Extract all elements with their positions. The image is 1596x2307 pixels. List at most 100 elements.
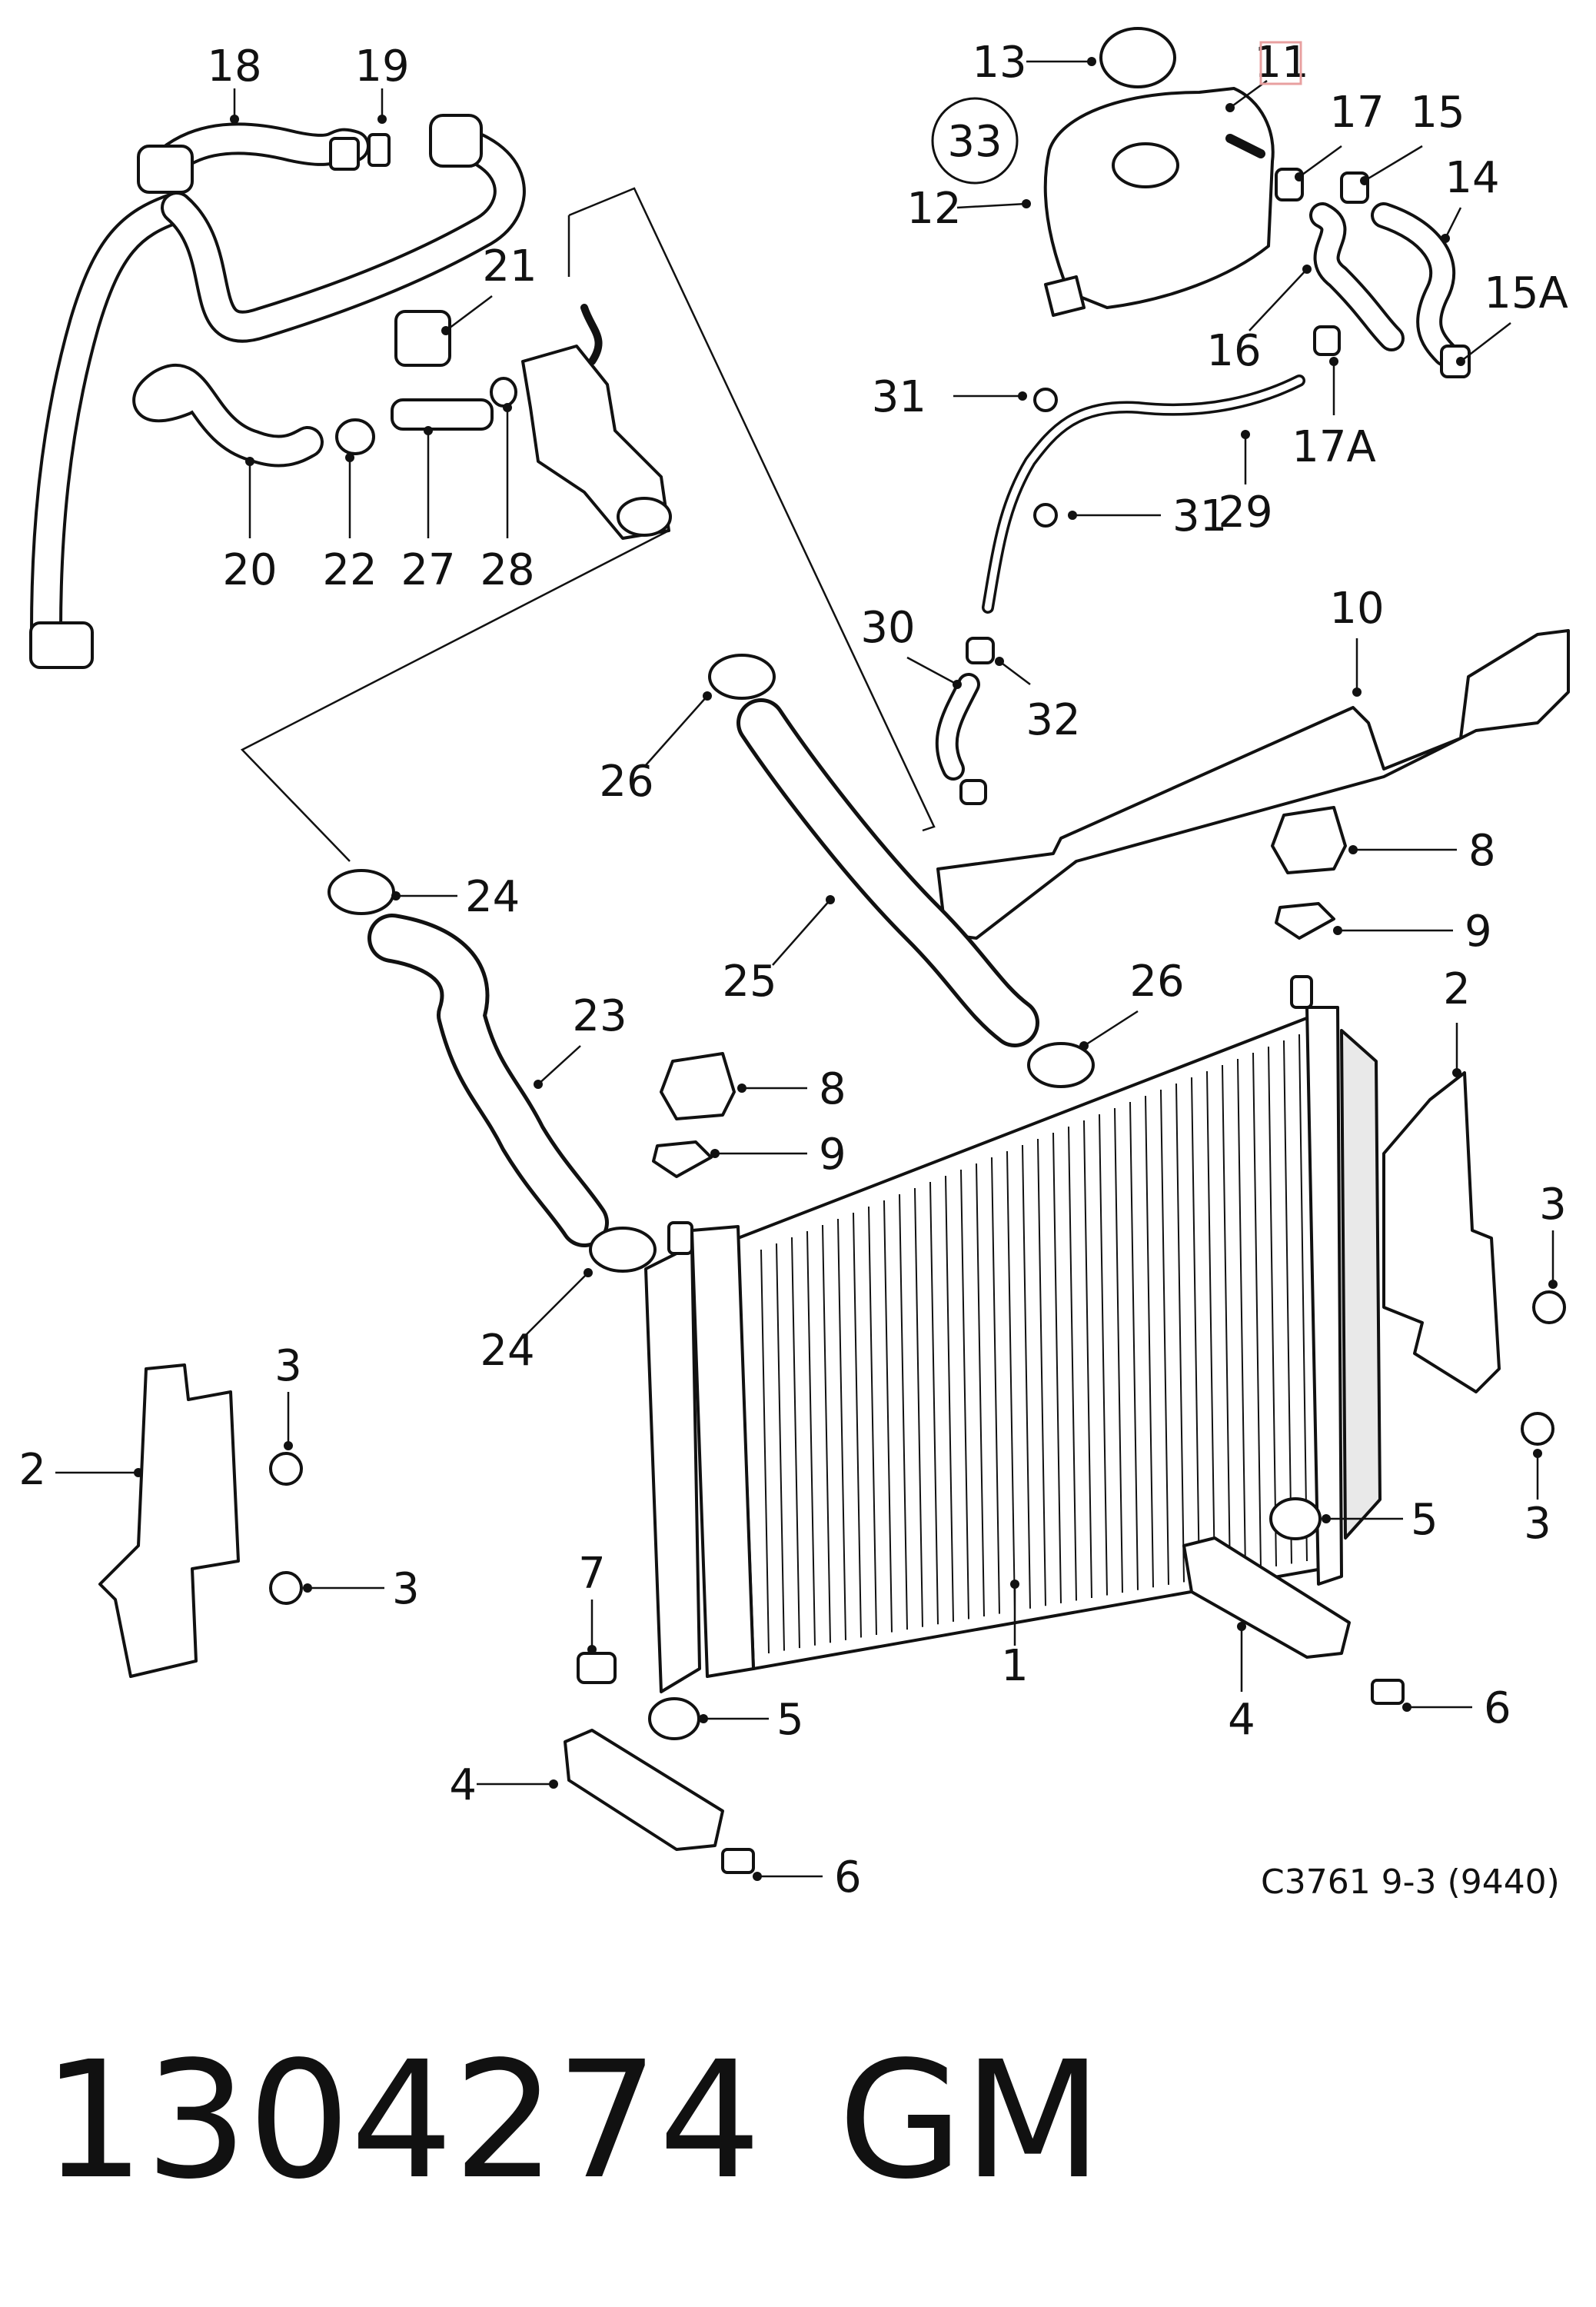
leader-line-c14 xyxy=(1444,207,1462,239)
small-hoses xyxy=(1275,168,1471,378)
callout-c5b: 5 xyxy=(1411,1495,1438,1545)
callout-c21: 21 xyxy=(482,241,537,291)
upper-radiator-hose xyxy=(708,654,1095,1088)
radiator-fin xyxy=(1298,1034,1308,1562)
callout-c3b: 3 xyxy=(392,1564,420,1614)
callout-c26a: 26 xyxy=(599,757,653,807)
leader-dot-c19 xyxy=(377,115,387,124)
part-number: 1304274 xyxy=(42,2026,761,2215)
callout-c10: 10 xyxy=(1329,584,1384,634)
leader-line-c15 xyxy=(1364,145,1423,182)
leader-dot-c24a xyxy=(391,891,401,900)
leader-dot-c6a xyxy=(753,1872,762,1881)
leader-line-c21 xyxy=(445,295,493,331)
radiator-fin xyxy=(822,1224,831,1643)
mounting-brackets xyxy=(652,806,1347,1178)
radiator-fin xyxy=(945,1175,954,1622)
callout-c17A: 17A xyxy=(1292,422,1376,472)
radiator-fin xyxy=(1099,1114,1108,1596)
callout-c15: 15 xyxy=(1410,88,1465,138)
callout-c27: 27 xyxy=(401,545,455,595)
leader-dot-c15A xyxy=(1456,357,1465,366)
callout-c22: 22 xyxy=(322,545,377,595)
callout-c29: 29 xyxy=(1218,488,1272,538)
leader-dot-c26b xyxy=(1079,1041,1089,1050)
radiator-fin xyxy=(1145,1095,1154,1588)
callout-c5a: 5 xyxy=(776,1695,804,1745)
leader-dot-c31b xyxy=(1068,511,1077,520)
leader-dot-c8a xyxy=(737,1084,746,1093)
leader-dot-c21 xyxy=(441,326,451,335)
radiator-fin xyxy=(1206,1070,1215,1577)
callout-c26b: 26 xyxy=(1129,957,1184,1007)
leader-dot-c26a xyxy=(703,691,712,701)
radiator-fin xyxy=(1175,1083,1185,1583)
leader-dot-c14 xyxy=(1441,234,1450,243)
callout-c32: 32 xyxy=(1026,695,1080,745)
leader-line-c25 xyxy=(772,899,831,966)
leader-dot-c8b xyxy=(1348,845,1358,854)
radiator-fin xyxy=(1222,1064,1231,1575)
lower-brackets xyxy=(564,1536,1405,1874)
bleed-line xyxy=(935,375,1305,805)
leader-dot-c28 xyxy=(503,403,512,412)
callout-c31a: 31 xyxy=(872,372,926,422)
radiator-fin xyxy=(853,1212,862,1638)
callout-c9b: 9 xyxy=(1465,907,1492,957)
leader-dot-c18 xyxy=(230,115,239,124)
circle-33 xyxy=(931,97,1019,185)
callout-c3c: 3 xyxy=(1539,1180,1567,1230)
radiator-fin xyxy=(991,1157,1000,1614)
leader-dot-c31a xyxy=(1018,391,1027,401)
callout-c3a: 3 xyxy=(274,1341,302,1391)
leader-line-c26b xyxy=(1083,1010,1139,1047)
callout-c15A: 15A xyxy=(1484,268,1568,318)
callout-c1: 1 xyxy=(1001,1641,1029,1691)
radiator-fin xyxy=(837,1218,846,1640)
radiator-fin xyxy=(1114,1107,1123,1593)
radiator-fin xyxy=(899,1193,908,1630)
radiator-fin xyxy=(914,1187,923,1627)
callout-c30: 30 xyxy=(860,603,915,653)
radiator-fin xyxy=(868,1206,877,1636)
leader-line-c17 xyxy=(1298,145,1342,178)
leader-line-c26a xyxy=(645,695,708,766)
callout-c4b: 4 xyxy=(1228,1695,1255,1745)
leader-line-c24b xyxy=(522,1272,589,1339)
radiator-fin xyxy=(883,1200,893,1633)
leader-dot-c6b xyxy=(1402,1703,1411,1712)
leader-dot-c27 xyxy=(424,426,433,435)
callout-c4a: 4 xyxy=(449,1760,477,1810)
radiator-fin xyxy=(1160,1089,1169,1585)
callout-c9a: 9 xyxy=(819,1130,846,1180)
leader-line-c32 xyxy=(999,661,1031,685)
radiator-fin xyxy=(960,1169,969,1620)
callout-c2b: 2 xyxy=(1443,964,1471,1014)
leader-dot-c17A xyxy=(1329,357,1338,366)
callout-c7: 7 xyxy=(578,1549,606,1599)
leader-line-c16 xyxy=(1249,268,1308,331)
radiator xyxy=(644,975,1382,1693)
diagram-caption: C3761 9-3 (9440) xyxy=(1261,1863,1560,1902)
radiator-fins xyxy=(760,1034,1308,1654)
radiator-fin xyxy=(976,1163,985,1617)
brand-label: GM xyxy=(838,2026,1102,2215)
leader-dot-c29 xyxy=(1241,430,1250,439)
callout-c23: 23 xyxy=(572,991,627,1041)
leader-dot-c2b xyxy=(1452,1068,1461,1077)
leader-line-c30 xyxy=(906,656,958,686)
radiator-fin xyxy=(1283,1040,1292,1564)
radiator-fin xyxy=(760,1249,770,1654)
callout-c6a: 6 xyxy=(834,1853,862,1903)
leader-dot-c5b xyxy=(1322,1514,1331,1523)
leader-line-c11 xyxy=(1229,79,1268,109)
callout-c28: 28 xyxy=(480,545,534,595)
explode-guide-lines xyxy=(240,187,936,862)
leader-dot-c9b xyxy=(1333,926,1342,935)
callout-leaders xyxy=(55,57,1558,1881)
leader-dot-c10 xyxy=(1352,687,1362,697)
leader-dot-c4a xyxy=(549,1779,558,1789)
leader-dot-c9a xyxy=(710,1149,720,1158)
radiator-fin xyxy=(1237,1058,1246,1572)
